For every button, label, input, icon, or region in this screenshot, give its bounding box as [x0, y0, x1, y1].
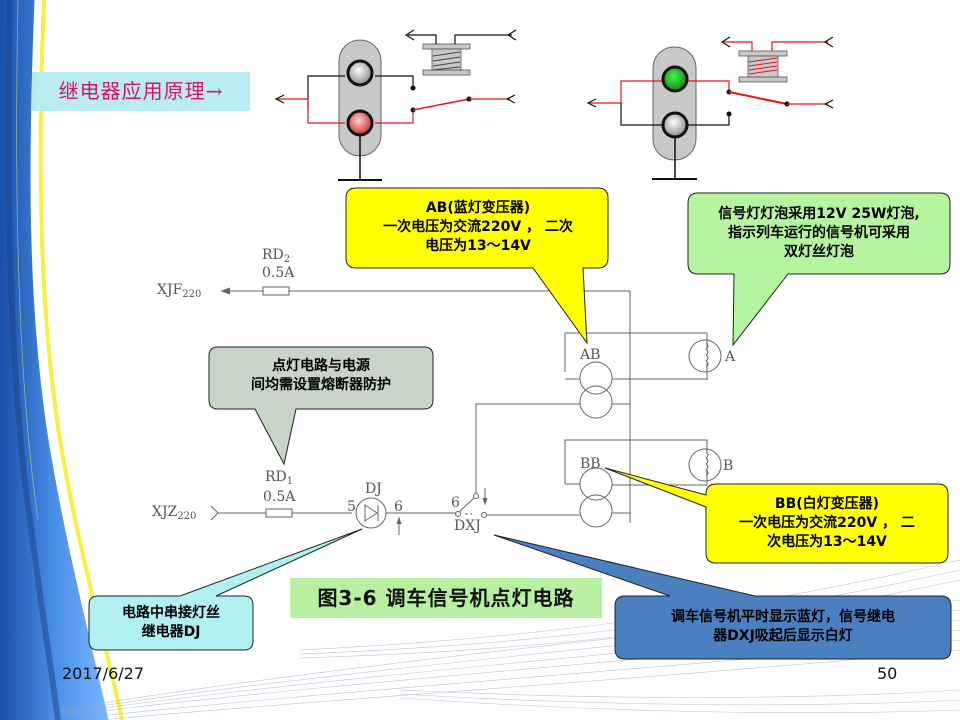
lamp-a-icon [688, 339, 722, 373]
label-xjz-sub: 220 [177, 511, 197, 522]
callout-dj-relay: 电路中串接灯丝 继电器DJ [122, 605, 220, 640]
callout-shapes [88, 187, 952, 660]
transformer-bb-secondary-icon [579, 467, 613, 501]
callout-dxj-note: 调车信号机平时显示蓝灯，信号继电 器DXJ吸起后显示白灯 [671, 609, 895, 644]
label-rd1-base: RD [265, 469, 287, 485]
callout-signal-bulb: 信号灯灯泡采用12V 25W灯泡, 指示列车运行的信号机可采用 双灯丝灯泡 [718, 206, 920, 260]
label-dj: DJ [365, 481, 382, 497]
label-bb: BB [580, 456, 601, 472]
lamp-red-icon [346, 109, 374, 137]
label-dj-pin-5: 5 [347, 499, 356, 515]
callout-fuse-note: 点灯电路与电源 间均需设置熔断器防护 [251, 358, 391, 393]
circuit-schematic [210, 286, 722, 535]
callout-bubble-dj [88, 528, 363, 651]
signal-illustration-green [586, 36, 834, 180]
lamp-b-icon [688, 448, 722, 482]
fuse-rd1-icon [265, 508, 293, 518]
slide-date: 2017/6/27 [62, 664, 145, 683]
lamp-off-icon [346, 59, 374, 87]
label-dxj-pin-6: 6 [451, 495, 460, 511]
label-xjf-sub: 220 [182, 289, 202, 300]
signal-illustration-red [274, 29, 517, 181]
relay-contact-dxj-icon [455, 511, 461, 517]
label-dj-pin-6: 6 [394, 499, 403, 515]
callout-ab-transformer: AB(蓝灯变压器) 一次电压为交流220V ， 二次 电压为13～14V [383, 200, 573, 254]
callout-bubble-dxj [493, 534, 952, 660]
label-rd2-base: RD [262, 247, 284, 263]
label-xjf: XJF220 [157, 283, 201, 300]
label-lamp-a: A [725, 349, 736, 365]
lamp-green-icon [661, 65, 689, 93]
transformer-ab-secondary-icon [579, 361, 613, 395]
label-lamp-b: B [723, 458, 734, 474]
relay-dj-icon [355, 497, 387, 529]
slide-title: 继电器应用原理→ [32, 72, 250, 111]
label-xjz: XJZ220 [152, 505, 196, 522]
label-rd1: RD1 [265, 470, 293, 487]
callout-bubble-bulb [687, 192, 951, 347]
figure-caption: 图3-6 调车信号机点灯电路 [290, 578, 602, 618]
label-xjf-base: XJF [157, 282, 183, 298]
lamp-off-icon [661, 111, 689, 139]
label-rd2-sub: 2 [283, 254, 291, 265]
label-ab: AB [580, 347, 601, 363]
callout-bb-transformer: BB(白灯变压器) 一次电压为交流220V ， 二 次电压为13～14V [739, 496, 915, 550]
label-xjz-base: XJZ [152, 504, 178, 520]
slide-page-number: 50 [877, 664, 898, 683]
label-rd2: RD2 [262, 248, 290, 265]
transformer-ab-primary-icon [579, 385, 613, 419]
callout-bubble-ab [345, 187, 609, 345]
label-rd1-sub: 1 [286, 476, 294, 487]
fuse-rd2-icon [262, 286, 290, 296]
label-rd1-rating: 0.5A [263, 489, 296, 505]
relay-coil-icon [404, 29, 517, 76]
label-rd2-rating: 0.5A [262, 265, 295, 281]
callout-bubble-fuse [208, 346, 434, 466]
transformer-bb-primary-icon [579, 494, 613, 528]
label-dxj: DXJ [454, 518, 481, 534]
callout-bubble-bb [604, 467, 949, 564]
relay-coil-energized-icon [720, 36, 834, 83]
